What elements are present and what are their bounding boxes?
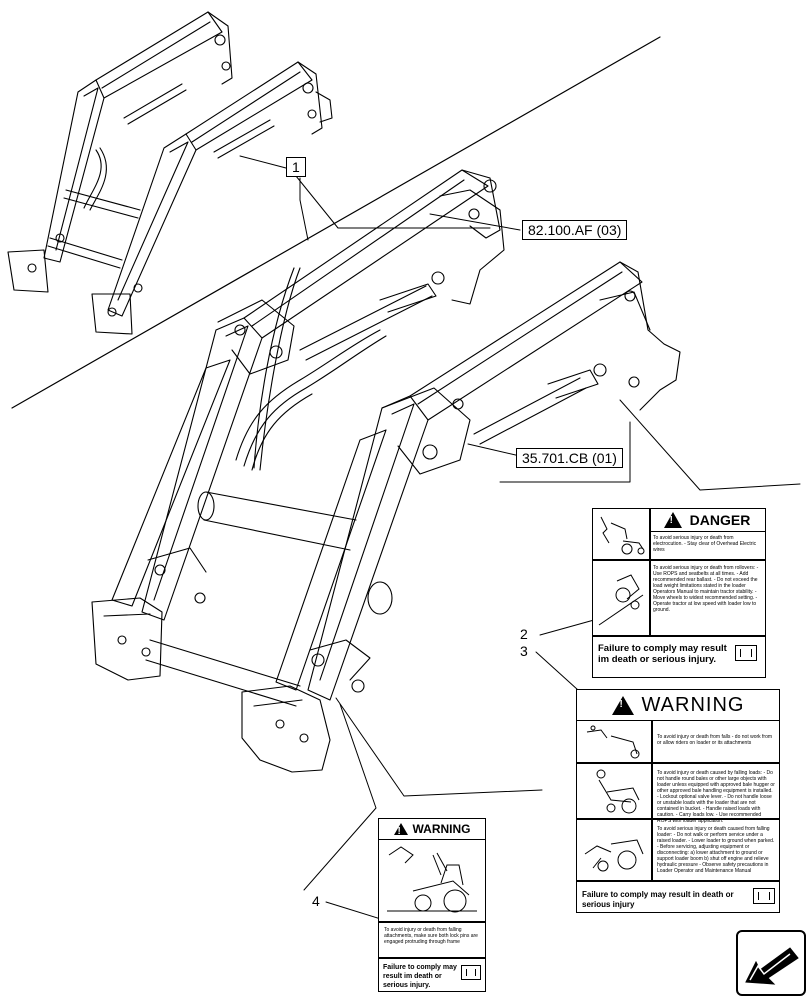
danger-footer-text: Failure to comply may result im death or… [598,643,727,665]
fall-hazard-pictogram [586,725,640,759]
next-page-arrow-button[interactable] [736,930,806,996]
loader-overview-drawing [7,11,333,335]
callout-item-3[interactable]: 3 [520,643,528,659]
separator-line [11,36,661,409]
rollover-pictogram [598,574,644,626]
loader-main-drawing [91,169,681,773]
warning-small-footer-text: Failure to comply may result im death or… [383,964,457,989]
warning-small-body: To avoid injury or death from falling at… [384,927,478,945]
operator-manual-book-icon [735,645,757,661]
danger-section-rollover: To avoid serious injury or death from ro… [653,565,759,613]
callout-item-2[interactable]: 2 [520,626,528,642]
warning-section-falling-loader: To avoid serious injury or death caused … [657,826,775,874]
crush-hazard-pictogram [584,839,644,872]
operator-manual-book-icon [753,888,775,904]
lock-pin-pictogram [387,846,477,913]
warning-triangle-icon [611,695,634,715]
warning-large-footer-text: Failure to comply may result in death or… [582,890,734,909]
warning-triangle-icon [663,512,682,528]
warning-decal-large: WARNING To avoid injury or death from fa… [576,689,780,913]
operator-manual-book-icon [461,965,481,980]
warning-section-falls: To avoid injury or death from falls - do… [657,734,773,746]
falling-load-pictogram [596,769,640,814]
callout-item-1[interactable]: 1 [286,157,306,177]
electrocution-pictogram [600,516,645,555]
callout-ref-35-701-cb[interactable]: 35.701.CB (01) [516,448,623,468]
leader-lines [239,155,801,921]
danger-decal-header: DANGER [649,509,765,532]
warning-decal-small-header: WARNING [379,819,485,840]
warning-section-falling-loads: To avoid injury or death caused by falli… [657,770,775,824]
danger-decal: DANGER To avoid serious injury or death … [592,508,766,678]
next-page-arrow-icon [745,947,799,985]
danger-section-electrocution: To avoid serious injury or death from el… [653,535,757,553]
callout-item-4[interactable]: 4 [312,893,320,909]
warning-decal-large-header: WARNING [577,690,779,721]
warning-triangle-icon [393,823,408,837]
warning-decal-small: WARNING To avoid injury or death from fa… [378,818,486,992]
callout-ref-82-100-af[interactable]: 82.100.AF (03) [522,220,628,240]
